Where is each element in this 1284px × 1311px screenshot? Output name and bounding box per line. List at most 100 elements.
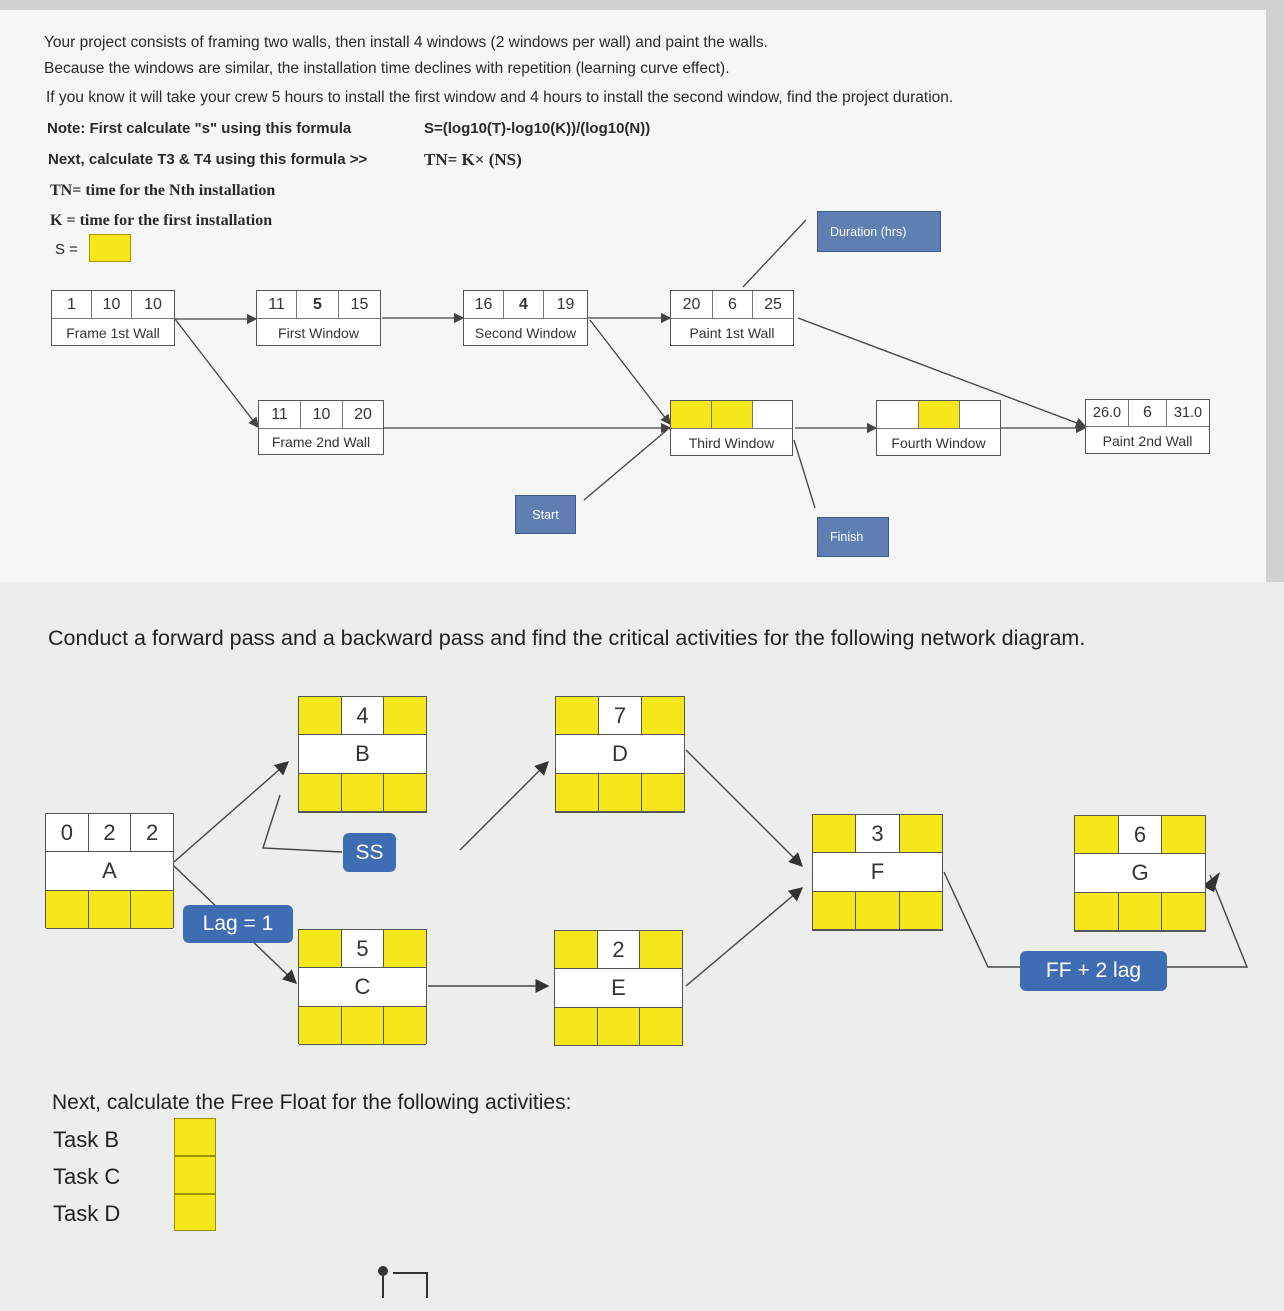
task-c-label: Task C [53, 1164, 121, 1189]
node-e-ls-input[interactable] [555, 1008, 598, 1046]
node-e-tf-input[interactable] [597, 1008, 641, 1046]
node-a-top-row: 0 2 2 [46, 814, 174, 852]
intro-line-1: Your project consists of framing two wal… [44, 34, 768, 51]
early-start: 26.0 [1086, 400, 1129, 427]
free-float-heading: Next, calculate the Free Float for the f… [52, 1091, 572, 1114]
node-e-es-input[interactable] [555, 931, 598, 969]
intro-line-2: Because the windows are similar, the ins… [44, 60, 730, 77]
duration-input[interactable] [919, 401, 960, 429]
duration: 10 [301, 401, 343, 429]
activity-paint-2nd-wall: 26.0 6 31.0 Paint 2nd Wall [1085, 399, 1210, 454]
node-d-tf-input[interactable] [599, 774, 642, 812]
node-d: 7 D [555, 696, 685, 813]
activity-paint-1st-wall: 20 6 25 Paint 1st Wall [670, 290, 794, 346]
node-a-tf-input[interactable] [88, 891, 132, 929]
node-c-tf-input[interactable] [341, 1007, 385, 1045]
duration: 6 [1129, 400, 1167, 427]
node-g-duration: 6 [1118, 816, 1163, 854]
node-d-duration: 7 [599, 697, 642, 735]
k-definition: K = time for the first installation [50, 212, 273, 229]
node-f-es-input[interactable] [813, 815, 857, 853]
node-a-ef: 2 [131, 814, 174, 852]
duration: 5 [297, 291, 339, 319]
node-a-label: A [46, 852, 173, 891]
node-a-duration: 2 [88, 814, 132, 852]
node-c-label: C [299, 968, 426, 1007]
bottom-heading: Conduct a forward pass and a backward pa… [48, 626, 1086, 650]
node-c-lf-input[interactable] [384, 1007, 427, 1045]
node-e-lf-input[interactable] [640, 1008, 683, 1046]
node-f-lf-input[interactable] [899, 892, 942, 930]
node-c-es-input[interactable] [299, 930, 342, 968]
task-d-free-float-input[interactable] [174, 1194, 216, 1231]
early-finish: 25 [753, 291, 793, 319]
activity-name: Frame 2nd Wall [271, 434, 371, 450]
node-b-es-input[interactable] [299, 697, 342, 735]
node-g-lf-input[interactable] [1162, 893, 1206, 931]
node-f-duration: 3 [856, 815, 900, 853]
node-d-lf-input[interactable] [642, 774, 684, 812]
early-finish [960, 401, 1000, 429]
activity-name: Third Window [688, 434, 775, 451]
node-f: 3 F [812, 814, 943, 931]
node-b-lf-input[interactable] [384, 774, 427, 812]
early-start-input[interactable] [671, 401, 712, 429]
early-start [877, 401, 919, 429]
node-d-label: D [556, 735, 684, 774]
node-c-ef-input[interactable] [384, 930, 427, 968]
early-start: 11 [257, 291, 297, 319]
activity-third-window: Third Window [670, 400, 793, 456]
node-g-ef-input[interactable] [1162, 816, 1206, 854]
activity-name: Paint 2nd Wall [1102, 432, 1193, 449]
node-c-ls-input[interactable] [299, 1007, 342, 1045]
note-formula: S=(log10(T)-log10(K))/(log10(N)) [424, 120, 651, 137]
next-label: Next, calculate T3 & T4 using this formu… [48, 151, 368, 168]
note-label: Note: First calculate "s" using this for… [47, 120, 352, 137]
intro-line-3: If you know it will take your crew 5 hou… [46, 89, 954, 106]
node-f-tf-input[interactable] [856, 892, 900, 930]
activity-fourth-window: Fourth Window [876, 400, 1001, 456]
node-d-ls-input[interactable] [556, 774, 599, 812]
node-a-lf-input[interactable] [131, 891, 174, 929]
node-g: 6 G [1074, 815, 1206, 932]
node-d-es-input[interactable] [556, 697, 599, 735]
activity-frame-2nd-wall: 11 10 20 Frame 2nd Wall [258, 400, 384, 455]
node-a-ls-input[interactable] [46, 891, 89, 929]
task-c-free-float-input[interactable] [174, 1156, 216, 1194]
duration-input[interactable] [712, 401, 753, 429]
node-c-duration: 5 [341, 930, 385, 968]
node-e-ef-input[interactable] [640, 931, 683, 969]
node-f-ef-input[interactable] [899, 815, 942, 853]
finish-callout: Finish [817, 517, 889, 557]
start-callout: Start [515, 495, 576, 534]
early-start: 16 [464, 291, 504, 319]
early-start: 1 [52, 291, 92, 319]
s-answer-box[interactable] [89, 234, 131, 262]
early-finish: 20 [343, 401, 383, 429]
activity-name: Paint 1st Wall [689, 324, 775, 341]
early-finish: 15 [339, 291, 380, 319]
node-d-ef-input[interactable] [642, 697, 684, 735]
task-b-free-float-input[interactable] [174, 1118, 216, 1156]
node-g-ls-input[interactable] [1075, 893, 1119, 931]
node-e-duration: 2 [597, 931, 641, 969]
node-g-es-input[interactable] [1075, 816, 1119, 854]
node-b-tf-input[interactable] [341, 774, 385, 812]
early-start: 11 [259, 401, 301, 429]
node-b-ls-input[interactable] [299, 774, 342, 812]
duration: 10 [92, 291, 132, 319]
activity-name: Fourth Window [891, 434, 986, 451]
node-a: 0 2 2 A [45, 813, 174, 929]
top-panel [0, 10, 1266, 582]
node-b-ef-input[interactable] [384, 697, 427, 735]
task-d-label: Task D [53, 1201, 121, 1226]
early-finish: 19 [544, 291, 587, 319]
duration: 6 [713, 291, 753, 319]
node-g-tf-input[interactable] [1118, 893, 1163, 931]
node-f-ls-input[interactable] [813, 892, 857, 930]
early-start: 20 [671, 291, 713, 319]
ss-relationship-label: SS [343, 833, 396, 872]
early-finish: 10 [132, 291, 174, 319]
ff-lag-relationship-label: FF + 2 lag [1020, 951, 1167, 991]
